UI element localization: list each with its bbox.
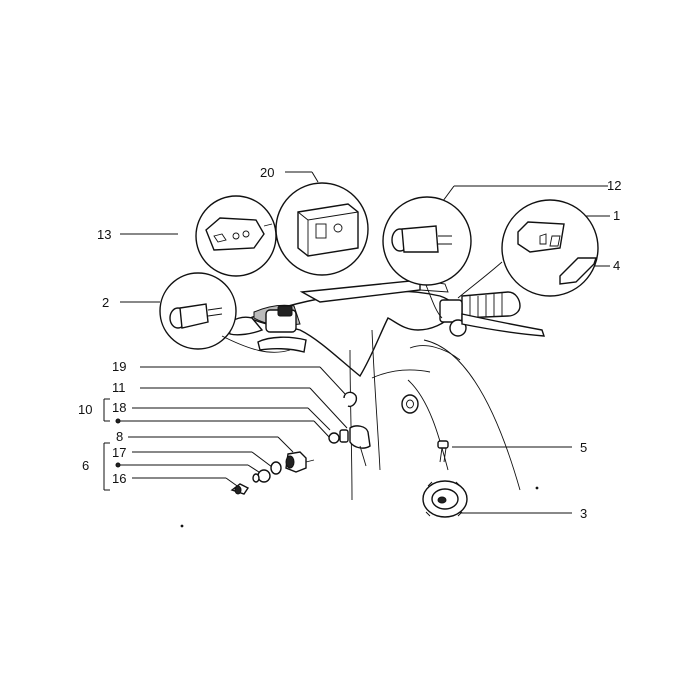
callout-17: 17 <box>112 445 127 460</box>
callout-13: 13 <box>97 227 112 242</box>
callout-12: 12 <box>607 178 622 193</box>
detail-circle-1-4 <box>457 199 599 299</box>
detail-circle-13 <box>195 195 277 277</box>
callout-10: 10 <box>78 402 93 417</box>
detail-circle-12 <box>382 196 472 319</box>
switch-parts <box>180 391 539 528</box>
callout-3: 3 <box>580 506 588 521</box>
callout-20: 20 <box>260 165 275 180</box>
callout-2: 2 <box>102 295 110 310</box>
bracket-dot-6 <box>115 462 121 468</box>
leader-lines <box>103 171 610 514</box>
callout-11: 11 <box>112 380 126 395</box>
callout-4: 4 <box>613 258 621 273</box>
detail-circle-2 <box>159 272 291 353</box>
callout-19: 19 <box>112 359 127 374</box>
bracket-dot-10 <box>115 418 121 424</box>
callout-18: 18 <box>112 400 127 415</box>
callout-1: 1 <box>613 208 621 223</box>
callout-5: 5 <box>580 440 588 455</box>
callout-8: 8 <box>116 429 124 444</box>
callout-16: 16 <box>112 471 127 486</box>
callout-6: 6 <box>82 458 90 473</box>
detail-circle-20 <box>275 182 369 276</box>
handlebar-assembly <box>227 279 545 501</box>
